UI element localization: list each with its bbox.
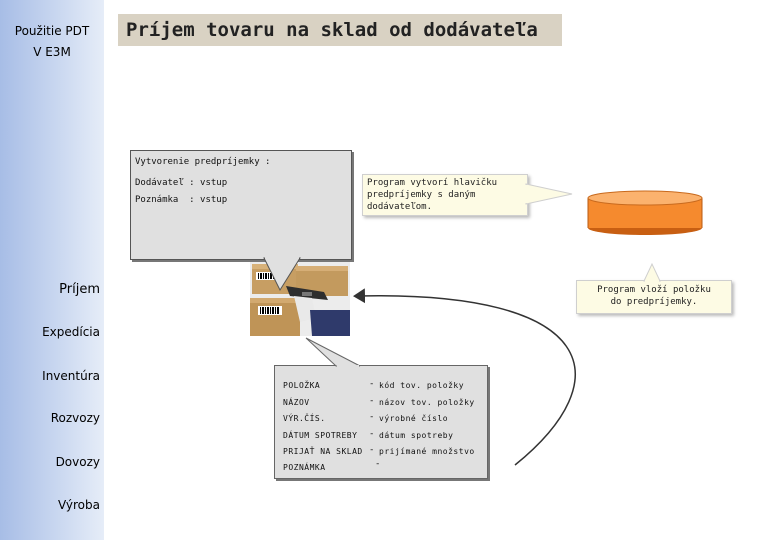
- sidebar-item-inventura[interactable]: Inventúra: [0, 369, 100, 383]
- field-name: POLOŽKA: [283, 381, 320, 390]
- note2-line-2: do predpríjemky.: [577, 296, 731, 308]
- note2-pointer: [644, 264, 660, 281]
- note-line-3: dodávateľom.: [367, 201, 497, 213]
- dash: -: [369, 445, 374, 455]
- note2-line-1: Program vloží položku: [577, 284, 731, 296]
- sidebar-subtitle: V E3M: [0, 45, 104, 59]
- field-name: PRIJAŤ NA SKLAD: [283, 447, 363, 456]
- cylinder-label: Predpríjemka: [588, 208, 702, 219]
- item-note: Program vloží položku do predpríjemky.: [576, 280, 732, 314]
- callout2-tail: [306, 338, 360, 366]
- page-title: Príjem tovaru na sklad od dodávateľa: [118, 14, 562, 46]
- field-desc: názov tov. položky: [379, 398, 475, 407]
- sidebar-title: Použitie PDT: [0, 24, 104, 38]
- header-note: Program vytvorí hlavičku predpríjemky s …: [362, 174, 528, 216]
- field-name: DÁTUM SPOTREBY: [283, 431, 357, 440]
- field-desc: dátum spotreby: [379, 431, 453, 440]
- sidebar-item-prijem[interactable]: Príjem: [0, 282, 100, 297]
- create-prereceipt-callout: Vytvorenie predpríjemky : Dodávateľ : vs…: [130, 150, 352, 260]
- field-desc: výrobné číslo: [379, 414, 448, 423]
- cylinder-top: [588, 191, 702, 205]
- scanner-photo-icon: [250, 262, 350, 336]
- sidebar: Použitie PDT V E3M Príjem Expedícia Inve…: [0, 0, 104, 540]
- callout-heading: Vytvorenie predpríjemky :: [135, 157, 270, 167]
- supplier-line: Dodávateľ : vstup: [135, 178, 227, 188]
- sidebar-item-vyroba[interactable]: Výroba: [0, 498, 100, 512]
- field-desc: kód tov. položky: [379, 381, 464, 390]
- sidebar-item-rozvozy[interactable]: Rozvozy: [0, 411, 100, 425]
- note-line-2: predpríjemky s daným: [367, 189, 497, 201]
- note-line-1: Program vytvorí hlavičku: [367, 177, 497, 189]
- note-line: Poznámka : vstup: [135, 195, 227, 205]
- cylinder-bottom: [588, 221, 702, 235]
- field-desc: prijímané množstvo: [379, 447, 475, 456]
- dash: -: [369, 429, 374, 439]
- item-fields-callout: POLOŽKA NÁZOV VÝR.ČÍS. DÁTUM SPOTREBY PR…: [274, 365, 488, 479]
- field-name: POZNÁMKA: [283, 463, 326, 472]
- dash: -: [369, 412, 374, 422]
- field-name: NÁZOV: [283, 398, 310, 407]
- field-name: VÝR.ČÍS.: [283, 414, 326, 423]
- sidebar-item-dovozy[interactable]: Dovozy: [0, 455, 100, 469]
- dash: -: [369, 396, 374, 406]
- dash: -: [375, 459, 380, 469]
- note1-pointer: [526, 184, 572, 204]
- barcode-scanner-photo: [250, 262, 350, 336]
- dash: -: [369, 379, 374, 389]
- sidebar-item-expedicia[interactable]: Expedícia: [0, 325, 100, 339]
